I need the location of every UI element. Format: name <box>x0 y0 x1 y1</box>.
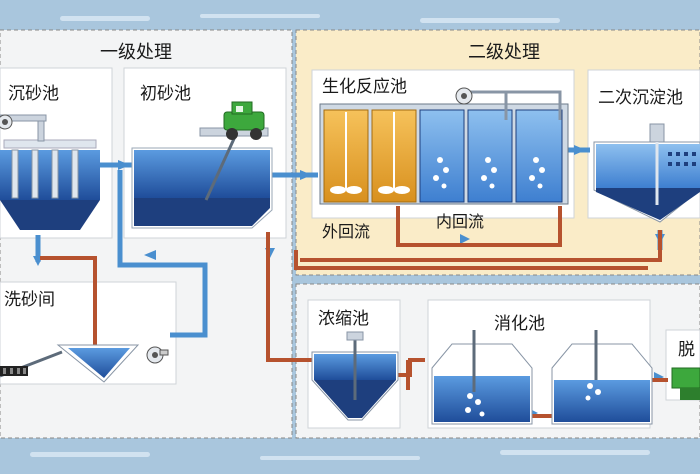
aeration-bubbles-icon <box>433 157 545 189</box>
primary-settling-tank <box>131 101 273 229</box>
internal-recycle-label: 内回流 <box>436 212 485 231</box>
pump-icon <box>0 114 13 130</box>
aeration-bubbles-icon <box>465 393 485 417</box>
primary-treatment-title: 一级处理 <box>100 42 172 63</box>
digester-2 <box>551 330 653 425</box>
aeration-bubbles-icon <box>585 383 601 401</box>
grit-chamber <box>0 114 100 230</box>
external-recycle-label: 外回流 <box>322 222 371 241</box>
dewatering-machine-icon <box>671 367 700 400</box>
sand-washing-unit <box>0 344 169 383</box>
thickener <box>311 331 399 421</box>
dewatering-label: 脱 <box>678 340 695 360</box>
air-pipe <box>464 90 562 120</box>
digester-label: 消化池 <box>494 314 545 334</box>
secondary-treatment-title: 二级处理 <box>468 42 540 63</box>
background-clouds <box>30 14 650 460</box>
mixer-icon <box>330 112 410 194</box>
scraper-vehicle-icon <box>223 101 265 140</box>
thickener-label: 浓缩池 <box>318 309 369 329</box>
bioreactor <box>319 87 569 205</box>
sand-washing-label: 洗砂间 <box>4 290 55 310</box>
pump-icon <box>455 87 473 105</box>
secondary-clarifier-label: 二次沉淀池 <box>598 88 683 108</box>
digester-1 <box>431 330 533 425</box>
conveyor-icon <box>0 366 28 376</box>
grit-chamber-label: 沉砂池 <box>8 84 59 104</box>
bioreactor-label: 生化反应池 <box>322 77 407 97</box>
pump-icon <box>146 346 169 364</box>
primary-settling-label: 初砂池 <box>140 84 191 104</box>
secondary-clarifier <box>593 123 700 223</box>
